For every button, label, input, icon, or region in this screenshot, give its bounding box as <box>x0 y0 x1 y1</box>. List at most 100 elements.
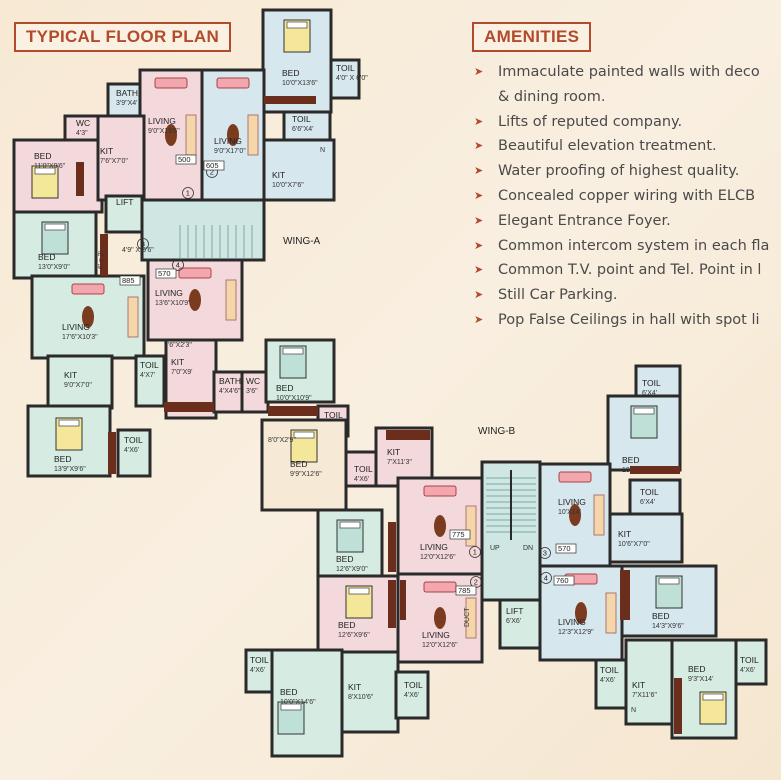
flat-number: 2 <box>474 578 478 587</box>
wardrobe <box>268 406 318 416</box>
room-dimension: 12'6"X9'6" <box>338 632 370 639</box>
room-dimension: 10'0"X7'6" <box>272 182 304 189</box>
room-name: LIVING <box>148 116 176 126</box>
room-dimension: 4'X4'6" <box>219 388 241 395</box>
passage-b-dim: 9'6"X2'3" <box>164 342 192 349</box>
room-dimension: 11'0"X9'6" <box>34 163 66 170</box>
room-name: TOIL <box>336 63 355 73</box>
room-name: BED <box>338 620 355 630</box>
sofa-side-icon <box>247 114 259 156</box>
amenity-item: ➤Water proofing of highest quality. <box>472 159 781 184</box>
room-outline <box>104 194 144 234</box>
room-toil: TOIL 4'0" X 6'0" <box>329 58 368 100</box>
sofa-side-icon <box>605 592 617 634</box>
room-name: KIT <box>100 146 113 156</box>
room-outline <box>394 670 430 720</box>
sofa-icon <box>71 283 105 295</box>
sofa-side-icon <box>127 296 139 338</box>
room-name: KIT <box>171 357 184 367</box>
pillow-icon <box>282 347 304 355</box>
flat-number: 1 <box>473 548 477 557</box>
room-name: TOIL <box>740 655 759 665</box>
table-icon <box>165 124 177 146</box>
room-dimension: 9'9"X12'6" <box>290 471 322 478</box>
sofa-icon <box>423 581 457 593</box>
room-dimension: 12'6"X9'0" <box>336 566 368 573</box>
area-box <box>553 575 575 586</box>
room-name: BED <box>276 383 293 393</box>
arrow-bullet-icon: ➤ <box>474 164 484 178</box>
room-dimension: 4'0" X 6'0" <box>336 75 368 82</box>
room-dimension: 13'9"X9'6" <box>54 466 86 473</box>
room-name: LIVING <box>558 617 586 627</box>
room-outline <box>329 58 361 100</box>
area-value: 775 <box>452 530 465 539</box>
room-outline <box>270 648 344 758</box>
table-icon <box>575 602 587 624</box>
amenity-item: ➤Elegant Entrance Foyer. <box>472 209 781 234</box>
room-name: LIVING <box>214 136 242 146</box>
arrow-bullet-icon: ➤ <box>474 139 484 153</box>
room-name: LIVING <box>422 630 450 640</box>
room-dimension: 10'6"X7'0" <box>618 541 650 548</box>
area-box <box>203 160 225 171</box>
duct-label: DUCT <box>464 607 471 627</box>
flat-number-marker <box>540 572 552 584</box>
room-name: TOIL <box>600 665 619 675</box>
wardrobe <box>100 234 108 276</box>
room-name: LIVING <box>420 542 448 552</box>
room-name: BED <box>38 252 55 262</box>
amenity-item: ➤Beautiful elevation treatment. <box>472 134 781 159</box>
pillow-icon <box>348 587 370 595</box>
room-dimension: 10'0"X14'6" <box>280 699 316 706</box>
flat-number: 3 <box>543 549 547 558</box>
room-dimension: 4'X6' <box>740 667 755 674</box>
area-box <box>175 154 197 165</box>
room-dimension: 3'9"X4' <box>116 100 138 107</box>
table-icon <box>434 515 446 537</box>
room-bath: BATH 3'9"X4' <box>106 82 144 120</box>
room-outline <box>262 138 336 202</box>
wardrobe <box>388 580 396 628</box>
passage-c-dim: 8'0"X2'9" <box>268 437 296 444</box>
room-name: BED <box>54 454 71 464</box>
room-name: BED <box>652 611 669 621</box>
area-value: 785 <box>458 586 471 595</box>
room-dimension: 6'X4' <box>640 499 655 506</box>
passage-dim: 4'9" X 6'6" <box>122 247 154 254</box>
pillow-icon <box>702 693 724 701</box>
amenity-item: & dining room. <box>498 88 606 105</box>
room-name: KIT <box>618 529 631 539</box>
wardrobe <box>620 570 630 620</box>
arrow-bullet-icon: ➤ <box>474 288 484 302</box>
sofa-side-icon <box>593 494 605 536</box>
duct-dim: 6' x 2' <box>98 251 105 269</box>
room-dimension: 6'X4' <box>642 390 657 397</box>
arrow-bullet-icon: ➤ <box>474 213 484 227</box>
room-outline <box>628 478 682 516</box>
pillow-icon <box>658 577 680 585</box>
amenities-heading: AMENITIES <box>472 22 592 52</box>
room-outline <box>46 354 114 410</box>
table-icon <box>82 306 94 328</box>
arrow-bullet-icon: ➤ <box>474 312 484 326</box>
area-value: 500 <box>178 155 191 164</box>
room-bed: BED 13'9"X9'6" <box>26 404 112 478</box>
room-name: TOIL <box>404 680 423 690</box>
room-name: TOIL <box>124 435 143 445</box>
room-name: BATH <box>116 88 138 98</box>
room-bed: BED 9'9"X12'6" <box>260 418 348 512</box>
room-dimension: 6'6"X4' <box>292 126 314 133</box>
flat-number: 4 <box>176 261 180 270</box>
stairs-layer <box>179 225 536 540</box>
room-name: BED <box>290 459 307 469</box>
table-icon <box>434 607 446 629</box>
